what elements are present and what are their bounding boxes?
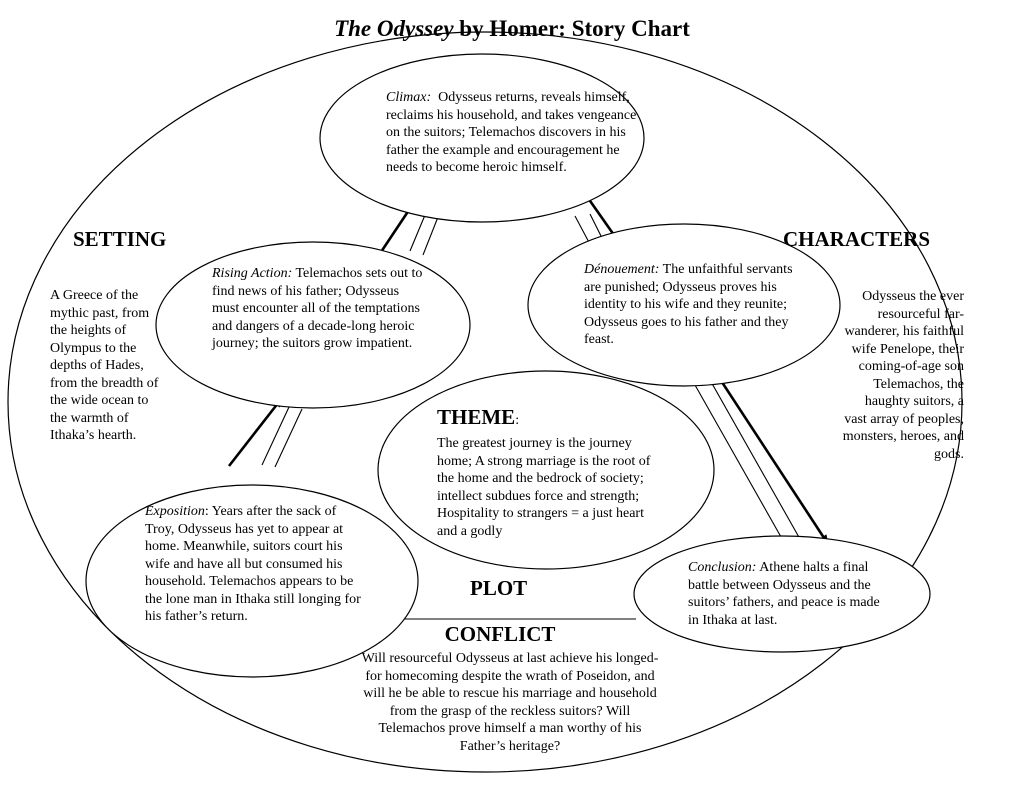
rising-action-label: Rising Action: — [212, 266, 293, 281]
denouement-text-block: Dénouement: The unfaithful servants are … — [584, 261, 794, 349]
climax-text: Odysseus returns, reveals himself, recla… — [386, 90, 637, 175]
denouement-text: The unfaithful servants are punished; Od… — [584, 262, 793, 347]
rising-action-ellipse — [155, 241, 471, 409]
rising-action-text-block: Rising Action: Telemachos sets out to fi… — [212, 265, 424, 353]
chart-title: The Odyssey by Homer: Story Chart — [0, 16, 1024, 42]
conflict-heading: CONFLICT — [444, 622, 556, 646]
characters-heading: CHARACTERS — [783, 227, 931, 251]
title-italic: The Odyssey — [334, 16, 454, 41]
exposition-text: : Years after the sack of Troy, Odysseus… — [145, 504, 361, 624]
conclusion-text-block: Conclusion: Athene halts a final battle … — [688, 559, 884, 629]
denouement-label: Dénouement: — [584, 262, 660, 277]
conclusion-text: Athene halts a final battle between Odys… — [688, 560, 880, 628]
setting-text: A Greece of the mythic past, from the he… — [50, 288, 159, 443]
rising-action-text: Telemachos sets out to find news of his … — [212, 266, 423, 351]
conclusion-ellipse — [633, 535, 931, 653]
plot-heading: PLOT — [470, 576, 528, 600]
theme-heading-block: THEME: — [437, 405, 519, 430]
outer-ellipse — [7, 31, 963, 773]
exposition-ellipse — [85, 484, 419, 678]
characters-text: Odysseus the ever resourceful far-wander… — [842, 289, 964, 462]
title-rest: by Homer: Story Chart — [453, 16, 690, 41]
climax-label: Climax: — [386, 90, 432, 105]
inner-ellipses — [85, 53, 931, 678]
setting-heading: SETTING — [73, 227, 167, 251]
theme-ellipse — [377, 370, 715, 570]
conflict-text: Will resourceful Odysseus at last achiev… — [361, 651, 659, 754]
arrow-denouement-to-conclusion — [714, 372, 830, 545]
conclusion-label: Conclusion: — [688, 560, 757, 575]
theme-colon: : — [515, 413, 520, 428]
climax-text-block: Climax: Odysseus returns, reveals himsel… — [386, 89, 646, 177]
theme-text: The greatest journey is the journey home… — [437, 436, 651, 538]
exposition-text-block: Exposition: Years after the sack of Troy… — [145, 503, 363, 640]
climax-ellipse — [319, 53, 645, 223]
denouement-ellipse — [527, 223, 841, 387]
arrow-exposition-to-rising — [227, 397, 284, 467]
theme-heading: THEME — [437, 405, 516, 429]
exposition-label: Exposition — [145, 504, 205, 519]
